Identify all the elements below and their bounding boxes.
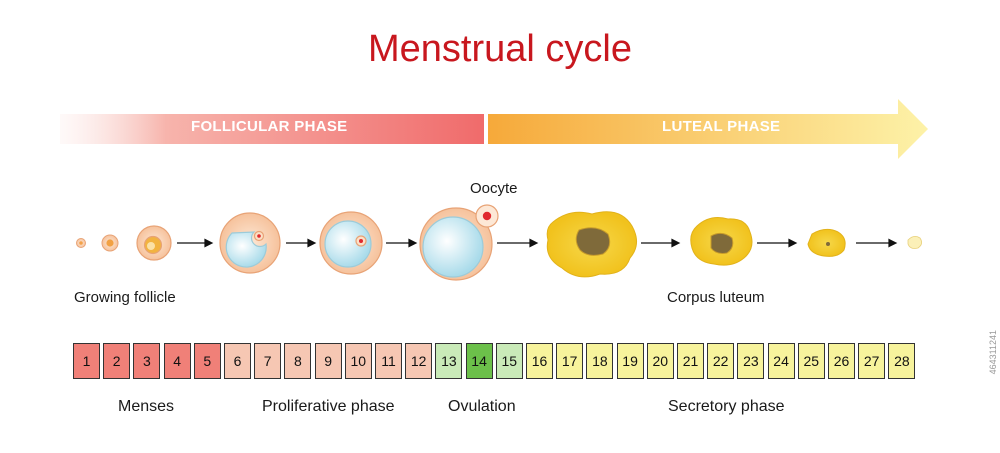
- primordial-follicle: [76, 238, 86, 248]
- stock-id: 464311241: [988, 330, 998, 375]
- primary-follicle: [101, 234, 119, 252]
- corpus-albicans: [907, 236, 922, 249]
- luteal-phase-arrow: [488, 99, 928, 159]
- corpus-luteum-mid: [690, 217, 753, 266]
- day-box-11: 11: [375, 343, 402, 379]
- day-box-13: 13: [435, 343, 463, 379]
- day-box-12: 12: [405, 343, 433, 379]
- day-box-25: 25: [797, 343, 825, 379]
- follicle-progression: [76, 204, 922, 281]
- secondary-follicle: [136, 225, 172, 261]
- day-box-9: 9: [314, 343, 342, 379]
- day-box-17: 17: [556, 343, 584, 379]
- menses-label: Menses: [118, 398, 175, 415]
- corpus-luteum-regressing: [807, 228, 846, 257]
- ovulation-label: Ovulation: [448, 398, 516, 415]
- phase-arrow-bar: [60, 99, 928, 159]
- day-box-1: 1: [73, 343, 100, 379]
- ovulating-follicle: [419, 204, 499, 281]
- proliferative-phase-label: Proliferative phase: [262, 398, 395, 415]
- day-box-10: 10: [344, 343, 372, 379]
- progression-arrows: [177, 238, 898, 248]
- follicular-phase-band: [60, 114, 484, 144]
- day-box-15: 15: [495, 343, 523, 379]
- day-box-5: 5: [193, 343, 221, 379]
- day-box-7: 7: [254, 343, 282, 379]
- day-box-4: 4: [163, 343, 191, 379]
- day-box-16: 16: [526, 343, 553, 379]
- day-box-28: 28: [888, 343, 916, 379]
- luteal-phase-label: LUTEAL PHASE: [662, 118, 781, 135]
- day-box-22: 22: [707, 343, 735, 379]
- preovulatory-follicle: [319, 211, 383, 275]
- day-box-20: 20: [646, 343, 674, 379]
- day-box-18: 18: [586, 343, 614, 379]
- day-box-3: 3: [133, 343, 161, 379]
- secretory-phase-label: Secretory phase: [668, 398, 785, 415]
- follicular-phase-label: FOLLICULAR PHASE: [191, 118, 348, 135]
- antral-follicle: [219, 212, 281, 274]
- corpus-luteum-label: Corpus luteum: [667, 289, 765, 306]
- day-box-27: 27: [858, 343, 886, 379]
- day-box-23: 23: [737, 343, 765, 379]
- day-box-24: 24: [767, 343, 795, 379]
- day-box-19: 19: [616, 343, 644, 379]
- day-box-21: 21: [677, 343, 704, 379]
- corpus-luteum-early: [546, 211, 637, 278]
- day-box-8: 8: [284, 343, 312, 379]
- diagram-title: Menstrual cycle: [368, 28, 632, 70]
- day-box-26: 26: [828, 343, 855, 379]
- day-box-2: 2: [103, 343, 131, 379]
- oocyte-label: Oocyte: [470, 180, 518, 197]
- day-box-6: 6: [224, 343, 251, 379]
- day-box-14: 14: [465, 343, 493, 379]
- growing-follicle-label: Growing follicle: [74, 289, 176, 306]
